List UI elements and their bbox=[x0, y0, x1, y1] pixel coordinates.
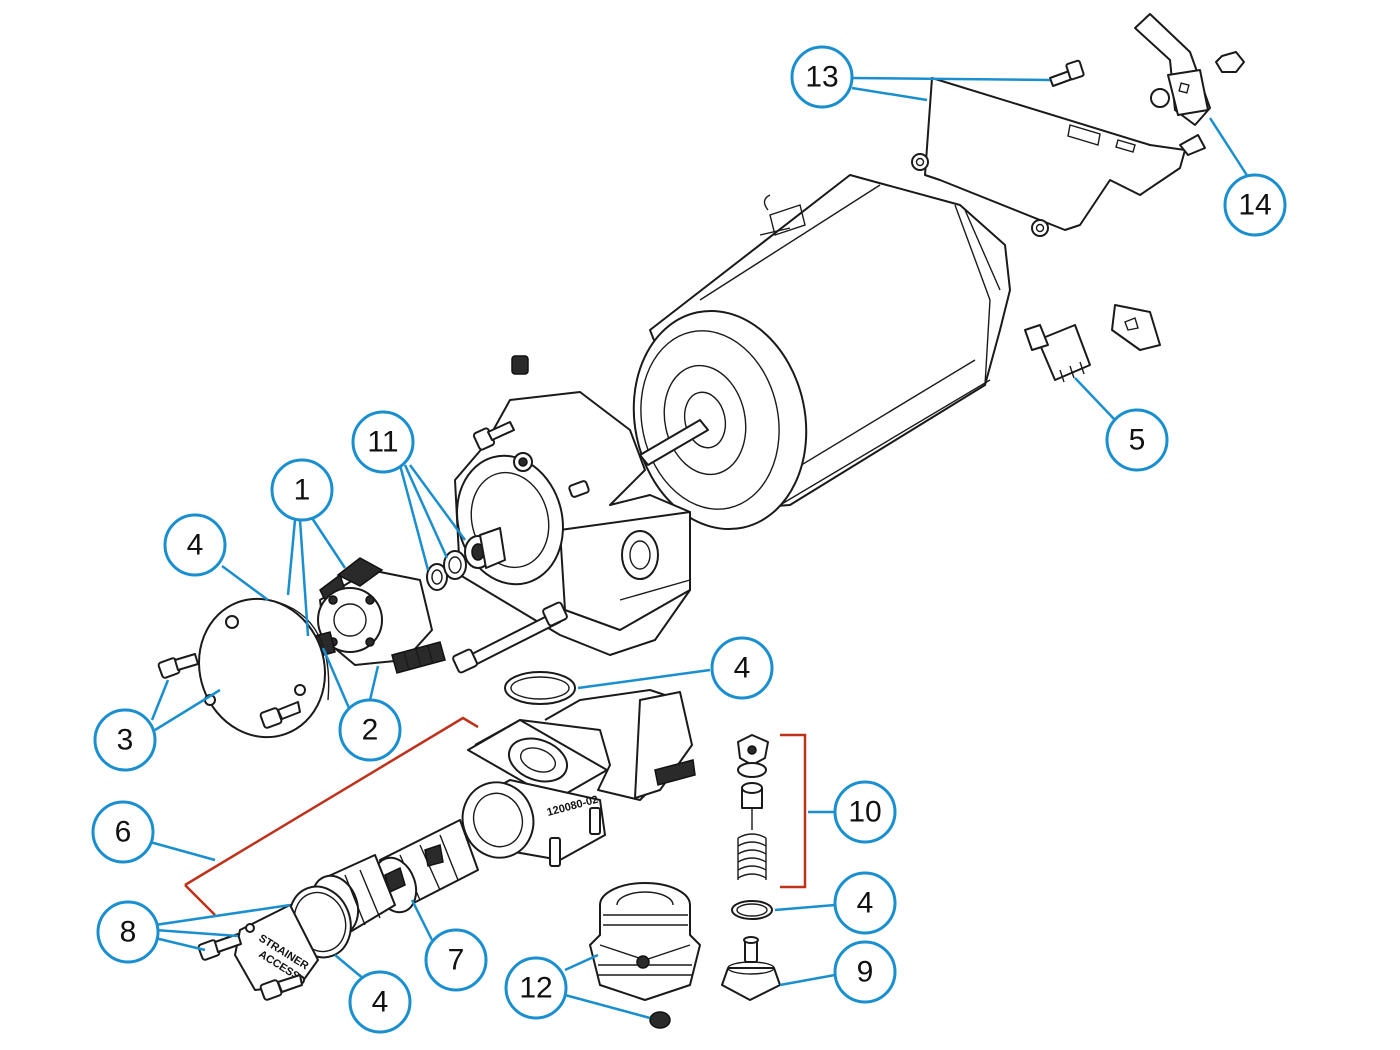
svg-text:10: 10 bbox=[848, 796, 881, 829]
svg-text:7: 7 bbox=[448, 944, 465, 977]
callout-6: 6 bbox=[91, 800, 155, 864]
leader-12b bbox=[564, 993, 651, 1020]
leader-8a bbox=[154, 903, 291, 927]
leader-13b bbox=[851, 86, 928, 102]
red-grouping-bracket bbox=[184, 716, 807, 916]
leader-1b bbox=[298, 519, 310, 637]
o-ring-pump-base bbox=[504, 671, 576, 705]
svg-text:13: 13 bbox=[805, 61, 838, 94]
callout-4-valve: 4 bbox=[833, 871, 897, 935]
callout-4-base: 4 bbox=[710, 636, 774, 700]
switch-cover-plate bbox=[1111, 304, 1161, 351]
fitting-plug bbox=[649, 1011, 671, 1029]
callout-4-cover: 4 bbox=[163, 513, 227, 577]
svg-text:14: 14 bbox=[1238, 189, 1271, 222]
leader-1a bbox=[286, 519, 297, 596]
leader-4a bbox=[221, 564, 269, 602]
mounting-bracket bbox=[911, 77, 1186, 237]
motor bbox=[632, 174, 1011, 531]
callout-13: 13 bbox=[790, 45, 854, 109]
leader-8c bbox=[154, 936, 206, 952]
callout-7: 7 bbox=[424, 928, 488, 992]
svg-text:12: 12 bbox=[519, 972, 552, 1005]
toggle-switch bbox=[1024, 324, 1091, 383]
callout-9: 9 bbox=[833, 940, 897, 1004]
leader-3a bbox=[150, 679, 170, 721]
leader-2a bbox=[321, 647, 354, 716]
svg-text:1: 1 bbox=[294, 474, 311, 507]
leader-8b bbox=[154, 928, 239, 938]
leader-11a bbox=[398, 464, 430, 571]
callout-8: 8 bbox=[96, 900, 160, 964]
pump-head bbox=[454, 391, 691, 656]
shaft-seals bbox=[426, 527, 506, 591]
svg-text:3: 3 bbox=[117, 724, 134, 757]
bracket-clamp bbox=[1134, 13, 1245, 156]
callout-leader-lines bbox=[149, 76, 1252, 1020]
relief-valve-assembly bbox=[737, 734, 769, 880]
leader-11c bbox=[408, 464, 467, 541]
leader-9 bbox=[779, 973, 836, 987]
svg-text:2: 2 bbox=[362, 714, 379, 747]
leader-14 bbox=[1208, 117, 1252, 181]
cover-bolts bbox=[157, 653, 301, 729]
leader-2b bbox=[368, 665, 380, 701]
o-ring-valve bbox=[731, 900, 773, 920]
leader-7 bbox=[410, 899, 434, 941]
svg-text:5: 5 bbox=[1129, 424, 1146, 457]
leader-11b bbox=[403, 464, 449, 559]
svg-text:11: 11 bbox=[367, 426, 398, 459]
head-bolt-upper bbox=[472, 421, 515, 451]
svg-text:6: 6 bbox=[115, 816, 132, 849]
valve-cap bbox=[721, 936, 781, 1001]
cap-bolts bbox=[197, 933, 303, 1001]
callout-3: 3 bbox=[93, 708, 157, 772]
svg-text:9: 9 bbox=[857, 956, 874, 989]
callout-1: 1 bbox=[270, 458, 334, 522]
callout-5: 5 bbox=[1105, 408, 1169, 472]
leader-5 bbox=[1074, 377, 1116, 421]
rotor bbox=[317, 557, 433, 666]
callout-11: 11 bbox=[351, 410, 415, 474]
long-bolt bbox=[452, 601, 568, 674]
leader-13a bbox=[851, 76, 1051, 82]
svg-text:4: 4 bbox=[734, 652, 751, 685]
leader-4c bbox=[334, 954, 366, 981]
leader-6 bbox=[149, 840, 216, 862]
callout-4-strainer: 4 bbox=[348, 970, 412, 1034]
leader-4b bbox=[577, 668, 711, 690]
callout-2: 2 bbox=[338, 698, 402, 762]
callout-12: 12 bbox=[504, 956, 568, 1020]
svg-text:4: 4 bbox=[857, 887, 874, 920]
svg-text:4: 4 bbox=[187, 529, 204, 562]
svg-text:8: 8 bbox=[120, 916, 137, 949]
rotor-cover bbox=[198, 597, 330, 739]
hex-fitting bbox=[589, 882, 701, 1001]
leader-4d bbox=[774, 903, 836, 912]
bracket-screw bbox=[1049, 59, 1085, 87]
strainer-housing: 120080-02 bbox=[461, 689, 696, 867]
callout-10: 10 bbox=[833, 780, 897, 844]
svg-text:4: 4 bbox=[372, 986, 389, 1019]
callout-labels: 13 14 5 11 1 4 3 2 4 10 6 8 7 4 4 9 12 bbox=[91, 45, 1287, 1034]
leader-1c bbox=[310, 517, 347, 569]
leader-3b bbox=[154, 688, 221, 732]
leader-12a bbox=[564, 953, 599, 972]
set-screw bbox=[511, 355, 529, 375]
callout-14: 14 bbox=[1223, 173, 1287, 237]
